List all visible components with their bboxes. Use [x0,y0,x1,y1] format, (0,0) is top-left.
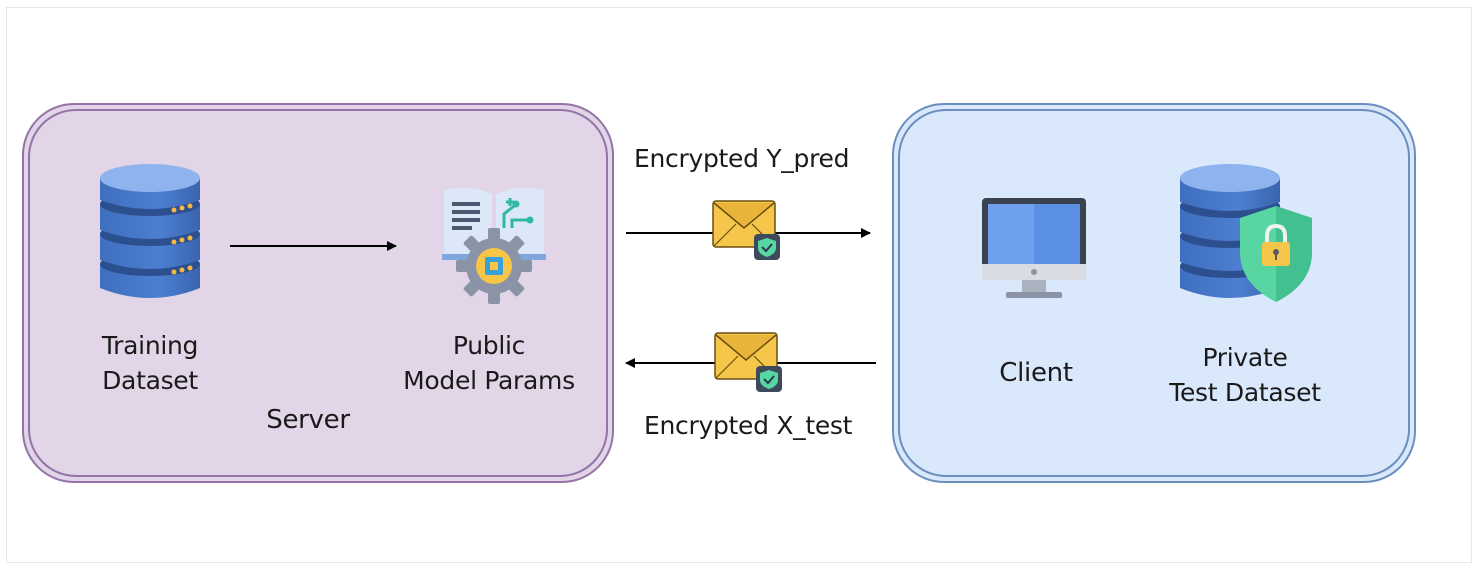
encrypted-xtest-label: Encrypted X_test [644,411,853,440]
public-model-params-line2: Model Params [403,366,575,395]
client-title: Client [999,358,1073,388]
private-test-dataset-line2: Test Dataset [1169,378,1321,407]
server-group-inner-border [28,109,608,477]
client-group-inner-border [898,109,1410,477]
server-title: Server [266,405,350,435]
training-dataset-line1: Training [101,331,199,360]
encrypted-ypred-label: Encrypted Y_pred [634,144,850,173]
encrypted-envelope-icon [714,332,782,392]
database-icon [100,164,200,298]
public-model-params-line1: Public [452,331,526,360]
public-model-params-label: Public Model Params [384,328,594,398]
training-dataset-line2: Dataset [102,366,198,395]
training-dataset-label: Training Dataset [70,328,230,398]
secure-database-icon [1180,164,1312,302]
monitor-icon [982,198,1086,298]
encrypted-envelope-icon [712,200,780,260]
model-params-icon [442,187,546,304]
client-group [892,103,1416,483]
private-test-dataset-label: Private Test Dataset [1150,340,1340,410]
private-test-dataset-line1: Private [1202,343,1288,372]
diagram-frame [6,7,1472,563]
